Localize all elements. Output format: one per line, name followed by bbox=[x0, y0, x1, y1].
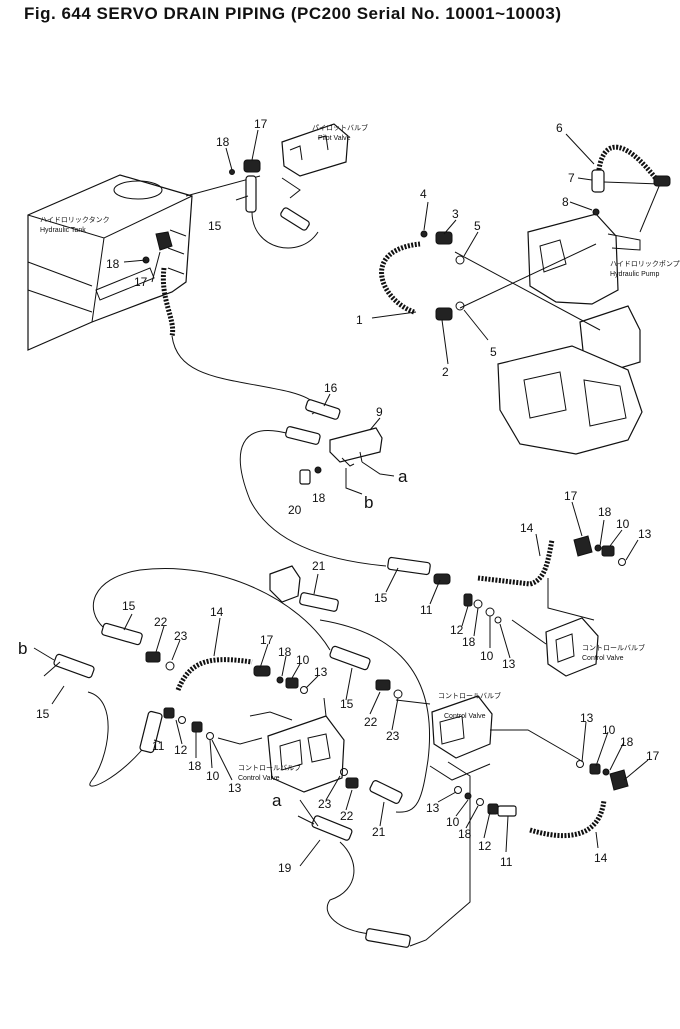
hose-14-bottom bbox=[529, 799, 607, 839]
callout-14: 14 bbox=[520, 521, 534, 535]
swivel-joint bbox=[269, 565, 301, 603]
hose-1 bbox=[379, 241, 421, 315]
ref-arrows bbox=[33, 647, 315, 825]
control-valve-left: コントロールバルブ Control Valve bbox=[238, 715, 345, 793]
callout-9: 9 bbox=[376, 405, 383, 419]
block-9 bbox=[329, 427, 383, 467]
callout-10: 10 bbox=[480, 649, 494, 663]
callout-22: 22 bbox=[364, 715, 378, 729]
callout-11: 11 bbox=[500, 855, 513, 869]
callout-18: 18 bbox=[278, 645, 292, 659]
control-valve-center-jp-label: コントロールバルブ bbox=[438, 691, 501, 700]
callout-15: 15 bbox=[208, 219, 222, 233]
callout-11: 11 bbox=[152, 739, 165, 753]
pilot-valve-jp-label: パイロットバルブ bbox=[312, 123, 368, 132]
hose-14-right bbox=[477, 539, 555, 587]
callout-14: 14 bbox=[210, 605, 224, 619]
callout-18: 18 bbox=[106, 257, 120, 271]
control-valve-right: コントロールバルブ Control Valve bbox=[545, 617, 645, 677]
callout-13: 13 bbox=[314, 665, 328, 679]
callout-21: 21 bbox=[312, 559, 326, 573]
callout-11: 11 bbox=[420, 603, 433, 617]
callout-18: 18 bbox=[598, 505, 612, 519]
callout-5: 5 bbox=[474, 219, 481, 233]
callout-2: 2 bbox=[442, 365, 449, 379]
hose-14-left bbox=[175, 657, 253, 691]
callout-3: 3 bbox=[452, 207, 459, 221]
control-valve-left-jp-label: コントロールバルブ bbox=[238, 763, 301, 772]
callout-20: 20 bbox=[288, 503, 302, 517]
hydraulic-tank: ハイドロリックタンク Hydraulic Tank bbox=[27, 174, 193, 351]
callout-18: 18 bbox=[312, 491, 326, 505]
callout-15: 15 bbox=[340, 697, 354, 711]
callout-17: 17 bbox=[646, 749, 660, 763]
callout-10: 10 bbox=[602, 723, 616, 737]
callout-7: 7 bbox=[568, 171, 575, 185]
hoses bbox=[160, 144, 663, 839]
callout-10: 10 bbox=[616, 517, 630, 531]
callout-13: 13 bbox=[580, 711, 594, 725]
callout-15: 15 bbox=[374, 591, 388, 605]
callout-15: 15 bbox=[36, 707, 50, 721]
callout-17: 17 bbox=[564, 489, 578, 503]
pilot-valve-en-label: Pilot Valve bbox=[318, 135, 351, 142]
callout-12: 12 bbox=[478, 839, 492, 853]
hydraulic-pump-en-label: Hydraulic Pump bbox=[610, 271, 660, 278]
control-valve-right-jp-label: コントロールバルブ bbox=[582, 643, 645, 652]
callout-18: 18 bbox=[188, 759, 202, 773]
callout-10: 10 bbox=[206, 769, 220, 783]
callout-5: 5 bbox=[490, 345, 497, 359]
control-valve-center: コントロールバルブ Control Valve bbox=[431, 691, 501, 759]
callout-10: 10 bbox=[296, 653, 310, 667]
hydraulic-pump-jp-label: ハイドロリックポンプ bbox=[610, 260, 680, 268]
callout-13: 13 bbox=[426, 801, 440, 815]
callout-17: 17 bbox=[134, 275, 148, 289]
callout-12: 12 bbox=[450, 623, 464, 637]
callout-18: 18 bbox=[462, 635, 476, 649]
control-valve-center-en-label: Control Valve bbox=[444, 713, 486, 720]
pilot-valve-top: パイロットバルブ Pilot Valve bbox=[281, 123, 368, 177]
callout-18: 18 bbox=[620, 735, 634, 749]
callout-12: 12 bbox=[174, 743, 188, 757]
callout-17: 17 bbox=[254, 117, 268, 131]
hydraulic-tank-en-label: Hydraulic Tank bbox=[40, 227, 86, 234]
callout-4: 4 bbox=[420, 187, 427, 201]
callout-23: 23 bbox=[174, 629, 188, 643]
callout-10: 10 bbox=[446, 815, 460, 829]
callout-b: b bbox=[364, 493, 373, 512]
callout-a: a bbox=[398, 467, 408, 486]
control-valve-right-en-label: Control Valve bbox=[582, 655, 624, 662]
leaders bbox=[43, 129, 649, 867]
callout-b: b bbox=[18, 639, 27, 658]
callout-14: 14 bbox=[594, 851, 608, 865]
figure-title: Fig. 644 SERVO DRAIN PIPING (PC200 Seria… bbox=[24, 4, 562, 23]
hydraulic-pump: ハイドロリックポンプ Hydraulic Pump bbox=[497, 213, 680, 455]
callout-19: 19 bbox=[278, 861, 292, 875]
callout-numbers: 17 18 15 18 17 6 7 8 4 3 5 1 5 2 16 9 a … bbox=[18, 117, 660, 875]
hose-6 bbox=[595, 144, 663, 186]
callout-1: 1 bbox=[356, 313, 363, 327]
fittings bbox=[53, 159, 671, 948]
hydraulic-tank-jp-label: ハイドロリックタンク bbox=[40, 215, 110, 224]
callout-8: 8 bbox=[562, 195, 569, 209]
callout-23: 23 bbox=[386, 729, 400, 743]
callout-15: 15 bbox=[122, 599, 136, 613]
callout-21: 21 bbox=[372, 825, 386, 839]
callout-a: a bbox=[272, 791, 282, 810]
callout-17: 17 bbox=[260, 633, 274, 647]
callout-23: 23 bbox=[318, 797, 332, 811]
callout-13: 13 bbox=[228, 781, 242, 795]
callout-6: 6 bbox=[556, 121, 563, 135]
callout-13: 13 bbox=[502, 657, 516, 671]
callout-13: 13 bbox=[638, 527, 652, 541]
control-valve-left-en-label: Control Valve bbox=[238, 775, 280, 782]
callout-22: 22 bbox=[340, 809, 354, 823]
pipes bbox=[87, 175, 661, 947]
callout-18: 18 bbox=[216, 135, 230, 149]
callout-22: 22 bbox=[154, 615, 168, 629]
callout-18: 18 bbox=[458, 827, 472, 841]
hose-tank-lower bbox=[160, 267, 176, 337]
callout-16: 16 bbox=[324, 381, 338, 395]
